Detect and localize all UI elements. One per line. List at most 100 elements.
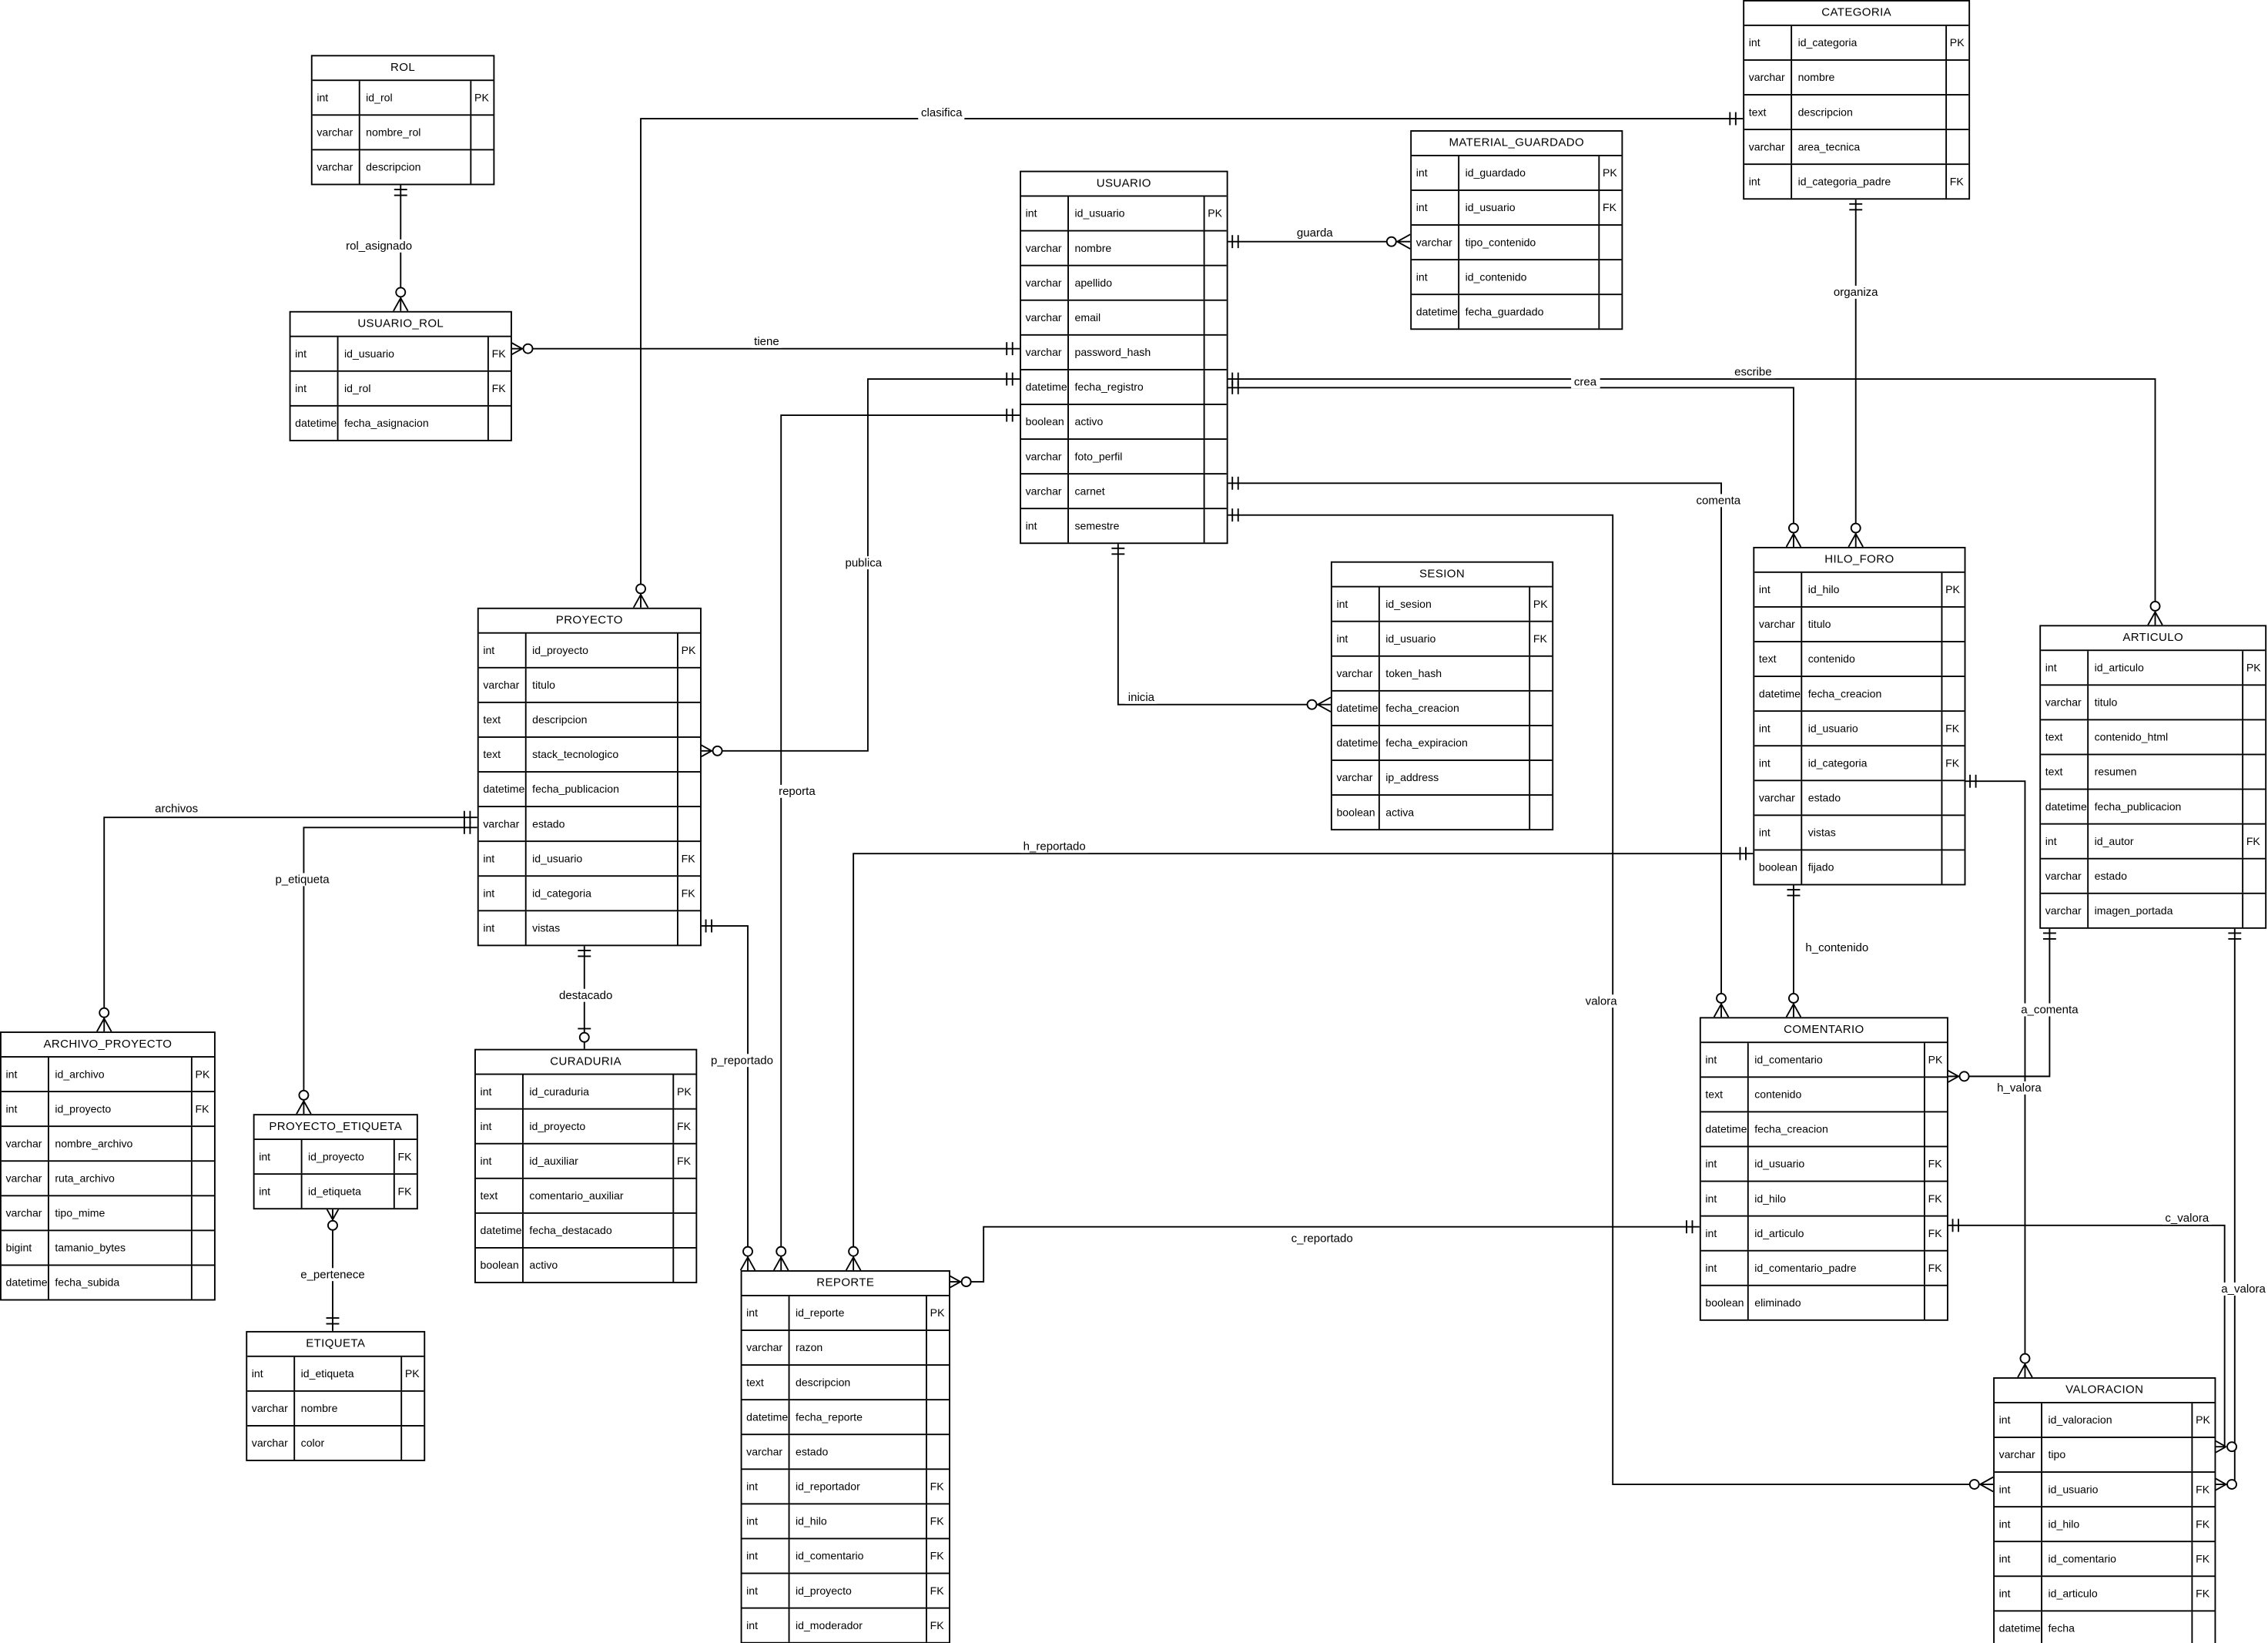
field-key: PK: [2246, 660, 2261, 674]
field-key: [678, 773, 700, 806]
field-name: estado: [527, 807, 678, 841]
cardinality-marker-one: [394, 189, 407, 196]
field-key: FK: [397, 1184, 412, 1198]
field-key: [1530, 692, 1552, 725]
relationship-line-inicia: [1117, 541, 1331, 706]
relationship-label-organiza: organiza: [1831, 285, 1881, 299]
field-key: [1205, 509, 1227, 542]
field-key: [2243, 686, 2265, 719]
field-type: int: [255, 1140, 303, 1174]
field-name: id_usuario: [527, 842, 678, 876]
field-type: varchar: [313, 116, 360, 149]
field-key: [1925, 1286, 1947, 1319]
field-type: varchar: [247, 1391, 296, 1426]
field-type: int: [476, 1075, 524, 1108]
field-name: id_rol: [338, 371, 489, 405]
cardinality-marker-one: [2228, 932, 2242, 940]
field-type: varchar: [2041, 894, 2089, 927]
field-type: datetime: [1995, 1611, 2043, 1643]
field-key: [678, 738, 700, 771]
field-key: FK: [676, 1154, 692, 1168]
field-key: [471, 116, 493, 149]
field-key: [1530, 657, 1552, 690]
field-name: activo: [1069, 404, 1205, 439]
field-type: int: [1754, 712, 1803, 746]
field-name: id_hilo: [1802, 572, 1943, 606]
field-name: id_hilo: [1749, 1182, 1925, 1215]
field-type: int: [2041, 824, 2089, 858]
field-type: text: [742, 1366, 790, 1400]
field-type: int: [291, 371, 339, 405]
field-name: id_articulo: [2089, 651, 2244, 685]
cardinality-marker-one: [1006, 342, 1013, 356]
field-type: varchar: [1744, 60, 1793, 95]
field-key: [678, 703, 700, 736]
field-key: [1947, 61, 1968, 94]
field-type: varchar: [742, 1330, 790, 1365]
field-key: [674, 1214, 695, 1247]
field-name: id_proyecto: [49, 1092, 193, 1126]
field-name: nombre_rol: [360, 116, 472, 149]
field-key: PK: [1533, 597, 1548, 611]
field-type: datetime: [291, 406, 339, 440]
cardinality-marker-many: [739, 1246, 756, 1271]
field-key: FK: [195, 1101, 209, 1115]
relationship-label-destacado: destacado: [556, 988, 616, 1002]
field-type: int: [2, 1057, 49, 1091]
field-key: [1205, 301, 1227, 334]
field-type: text: [1701, 1078, 1749, 1112]
relationship-label-h_valora: h_valora: [1994, 1081, 2045, 1095]
field-key: [927, 1400, 949, 1433]
field-type: varchar: [1995, 1437, 2043, 1472]
field-name: fecha_expiracion: [1380, 726, 1531, 760]
field-name: id_rol: [360, 81, 472, 115]
entity-title: HILO_FORO: [1824, 552, 1894, 566]
field-name: id_proyecto: [524, 1109, 675, 1143]
field-key: FK: [681, 886, 695, 900]
field-key: [1942, 677, 1964, 710]
field-key: FK: [1603, 200, 1617, 214]
field-name: nombre_archivo: [49, 1127, 193, 1161]
field-key: [2243, 720, 2265, 753]
field-name: titulo: [2089, 686, 2244, 719]
field-name: fecha_reporte: [789, 1400, 927, 1434]
field-name: id_comentario: [2042, 1542, 2193, 1576]
relationship-line-archivos: [103, 816, 477, 1032]
cardinality-marker-one: [463, 820, 471, 834]
relationship-line-crea: [1224, 387, 1794, 547]
field-name: estado: [2089, 859, 2244, 893]
field-type: int: [1995, 1507, 2043, 1541]
relationship-label-rol_asignado: rol_asignado: [343, 239, 415, 253]
field-key: FK: [2246, 834, 2260, 848]
cardinality-marker-one: [326, 1317, 340, 1325]
field-name: id_sesion: [1380, 587, 1531, 621]
field-name: id_comentario: [789, 1539, 927, 1573]
field-name: fecha_asignacion: [338, 406, 489, 440]
field-name: id_guardado: [1459, 156, 1600, 190]
field-type: int: [1021, 509, 1069, 543]
field-type: int: [1332, 622, 1380, 656]
